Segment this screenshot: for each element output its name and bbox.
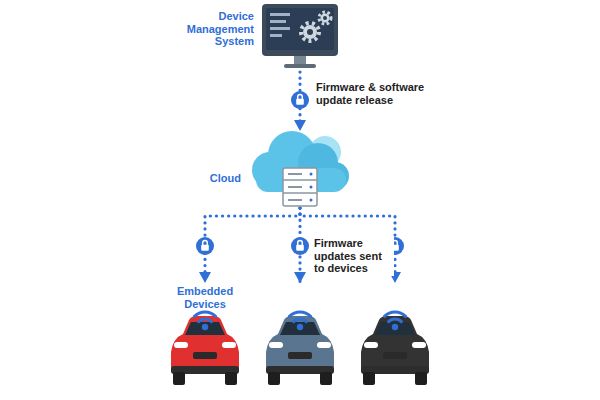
node-label: Device Management System: [184, 10, 254, 48]
node-label: Cloud: [191, 172, 241, 185]
device-node: [260, 282, 340, 388]
car-icons: [171, 312, 429, 385]
monitor-icon: [262, 4, 338, 68]
edge-label: Firmware & software update release: [314, 80, 436, 107]
cloud-icon: [252, 131, 349, 206]
node-label: Embedded Devices: [165, 285, 245, 310]
device-node: [355, 282, 435, 388]
dotted-arrow: [300, 208, 395, 282]
cloud-node: Cloud: [245, 130, 355, 208]
monitor-node: Device Management System: [262, 2, 338, 72]
device-node: Embedded Devices: [165, 282, 245, 388]
dotted-arrow: [205, 208, 300, 282]
edge-label: Firmware updates sent to devices: [312, 236, 394, 276]
